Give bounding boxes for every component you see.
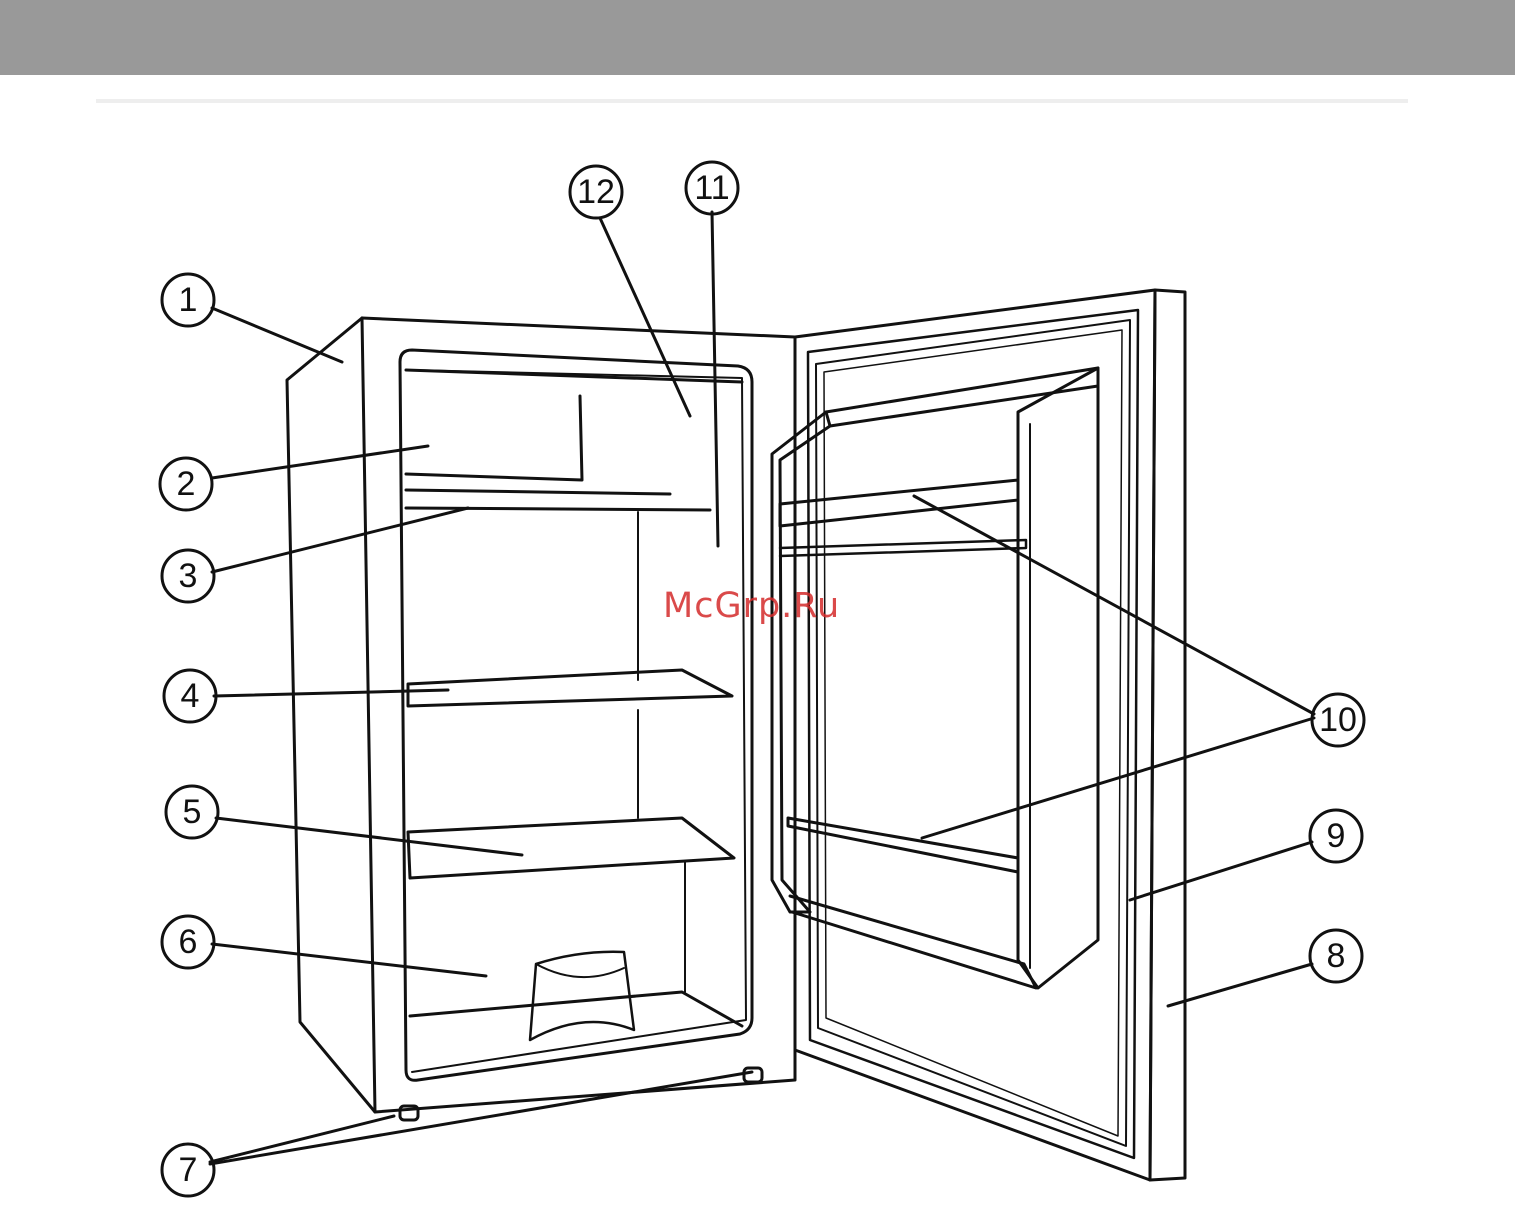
- leader-line-10b: [922, 718, 1314, 838]
- fridge-cabinet: [287, 318, 795, 1112]
- svg-text:6: 6: [179, 923, 198, 961]
- svg-text:8: 8: [1327, 937, 1346, 975]
- leader-line-1: [212, 308, 342, 362]
- freezer-compartment: [406, 370, 742, 510]
- leader-line-2: [212, 446, 428, 478]
- svg-text:9: 9: [1327, 817, 1346, 855]
- svg-text:11: 11: [694, 169, 729, 207]
- callout-6: 6: [162, 916, 214, 968]
- leader-lines: [210, 212, 1314, 1164]
- callout-1: 1: [162, 274, 214, 326]
- leader-line-12: [600, 218, 690, 416]
- svg-text:10: 10: [1319, 701, 1357, 739]
- callout-11: 11: [686, 162, 738, 214]
- callout-7: 7: [162, 1144, 214, 1196]
- leader-line-3: [212, 508, 468, 572]
- svg-text:5: 5: [183, 793, 202, 831]
- watermark-text: McGrp.Ru: [663, 586, 840, 626]
- leader-line-4: [214, 690, 448, 696]
- door-liner: [772, 368, 1098, 988]
- door-bin-lower: [788, 818, 1018, 872]
- leader-line-6: [212, 944, 486, 976]
- crisper-drawer: [410, 952, 742, 1040]
- glass-shelf-upper: [408, 670, 732, 706]
- leader-line-10a: [914, 496, 1314, 714]
- leader-line-8: [1168, 964, 1312, 1006]
- leader-line-11: [712, 212, 718, 546]
- svg-text:4: 4: [181, 677, 200, 715]
- callout-5: 5: [166, 786, 218, 838]
- svg-text:3: 3: [179, 557, 198, 595]
- callout-10: 10: [1312, 694, 1364, 746]
- callout-4: 4: [164, 670, 216, 722]
- callout-9: 9: [1310, 810, 1362, 862]
- svg-text:12: 12: [577, 173, 615, 211]
- svg-text:2: 2: [177, 465, 196, 503]
- svg-text:7: 7: [179, 1151, 198, 1189]
- leader-line-7b: [210, 1072, 752, 1164]
- svg-text:1: 1: [179, 281, 198, 319]
- callout-8: 8: [1310, 930, 1362, 982]
- callout-2: 2: [160, 458, 212, 510]
- leader-line-7a: [210, 1116, 394, 1162]
- callout-3: 3: [162, 550, 214, 602]
- callout-12: 12: [570, 166, 622, 218]
- leader-line-9: [1130, 842, 1312, 900]
